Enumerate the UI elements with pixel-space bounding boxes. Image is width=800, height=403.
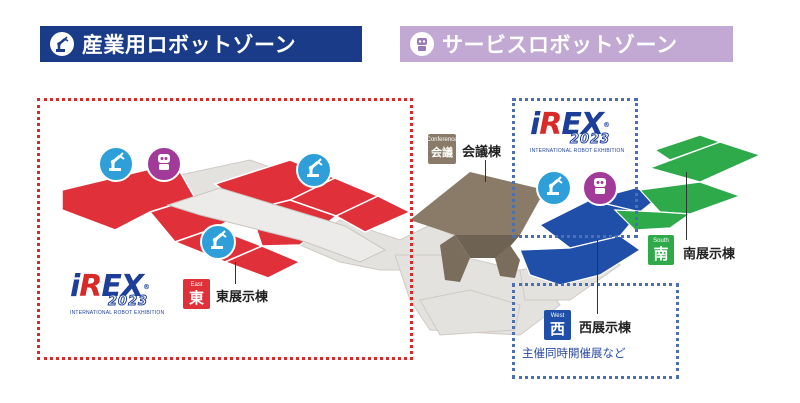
conference-hall-label: 会議棟 [462,145,502,160]
robot-arm-icon [207,229,229,255]
irex-tagline: INTERNATIONAL ROBOT EXHIBITION [70,310,165,316]
industrial-robot-marker-east-2 [296,152,332,188]
conference-hall-tag: Conference 会議 [426,134,458,164]
service-robot-icon [153,151,175,177]
west-hall-label: 西展示棟 [579,321,632,336]
south-hall-area [613,134,762,231]
irex-wordmark: i [70,269,80,304]
robot-arm-icon [543,175,565,201]
industrial-zone-banner: 産業用ロボットゾーン [40,26,362,62]
industrial-zone-outline [37,98,413,360]
service-zone-label: サービスロボットゾーン [442,33,678,57]
south-leader-line [686,172,687,240]
conference-leader-line [485,160,486,182]
south-hall-label: 南展示棟 [683,247,736,262]
east-leader-line [235,262,236,284]
industrial-zone-label: 産業用ロボットゾーン [82,33,296,57]
conference-building [410,172,545,282]
service-zone-outline-lower [512,283,679,379]
east-hall-label: 東展示棟 [216,290,269,305]
robot-arm-icon [50,32,74,56]
west-leader-line [597,240,598,314]
service-zone-outline-upper [512,98,638,238]
east-hall-corridor [166,187,387,263]
service-robot-marker-east [146,146,182,182]
industrial-robot-marker-east-3 [200,224,236,260]
south-hall-tag: South 南 [648,235,674,265]
service-robot-icon [410,32,434,56]
industrial-robot-marker-east-1 [98,146,134,182]
robot-arm-icon [303,157,325,183]
irex-year: 2023 [107,294,149,310]
industrial-robot-marker-west [536,170,572,206]
east-hall-tag: East 東 [183,279,210,309]
service-robot-marker-west [582,170,618,206]
service-robot-icon [589,175,611,201]
west-hall-sub-label: 主催同時開催展など [522,346,626,360]
irex-logo-east: iREX® 2023 INTERNATIONAL ROBOT EXHIBITIO… [70,272,170,322]
irex-logo-west: iREX® 2023 INTERNATIONAL ROBOT EXHIBITIO… [530,107,625,155]
robot-arm-icon [105,151,127,177]
west-hall-tag: West 西 [544,310,571,340]
service-zone-banner: サービスロボットゾーン [400,26,733,62]
